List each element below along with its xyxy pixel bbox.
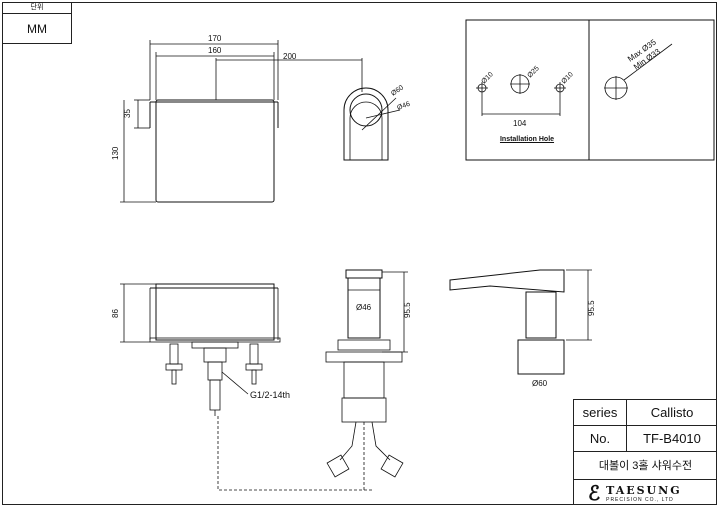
- thread-spec: G1/2-14th: [250, 390, 290, 400]
- brand-name: TAESUNG: [606, 483, 682, 497]
- dim-170: 170: [208, 34, 222, 43]
- brand-mark-icon: ℰ: [588, 481, 601, 505]
- number-row: No. TF-B4010: [574, 426, 717, 452]
- front-view: [120, 283, 372, 491]
- brand-subtitle: PRECISION CO., LTD: [606, 496, 674, 503]
- number-key: No.: [574, 426, 627, 451]
- product-description: 대볼이 3홀 샤워수전: [598, 460, 693, 472]
- installation-box: [465, 19, 715, 161]
- series-value: Callisto: [650, 405, 694, 420]
- dim-95-5-body: 95.5: [403, 302, 412, 318]
- unit-label: 단위: [3, 3, 71, 14]
- hole-right-dia: Ø10: [560, 71, 574, 85]
- hole-spacing: 104: [513, 119, 527, 128]
- dia-60-top: Ø60: [390, 84, 405, 97]
- installation-hole-label: Installation Hole: [499, 136, 555, 143]
- dia-60-right: Ø60: [532, 379, 548, 388]
- hole-mid-dia: Ø25: [526, 65, 540, 79]
- top-view: [120, 40, 363, 203]
- title-block: series Callisto No. TF-B4010 대볼이 3홀 샤워수전…: [573, 399, 717, 505]
- dia-46-top: Ø46: [396, 101, 411, 112]
- dim-95-5-right: 95.5: [587, 300, 596, 316]
- series-key: series: [574, 400, 627, 425]
- dia-46-body: Ø46: [356, 303, 372, 312]
- number-value: TF-B4010: [643, 431, 701, 446]
- dim-35: 35: [123, 109, 132, 118]
- unit-value: MM: [27, 22, 47, 36]
- dim-200: 200: [283, 52, 297, 61]
- body-view: [325, 269, 408, 490]
- hole-left-dia: Ø10: [480, 71, 494, 85]
- brand-logo: ℰ TAESUNG PRECISION CO., LTD: [574, 480, 717, 506]
- right-side-view: [449, 269, 592, 375]
- unit-box: 단위 MM: [2, 2, 72, 44]
- dim-160: 160: [208, 46, 222, 55]
- dim-130: 130: [111, 146, 120, 160]
- handle-top-view: [343, 87, 401, 161]
- description-row: 대볼이 3홀 샤워수전: [574, 452, 717, 480]
- dim-86: 86: [111, 309, 120, 318]
- series-row: series Callisto: [574, 400, 717, 426]
